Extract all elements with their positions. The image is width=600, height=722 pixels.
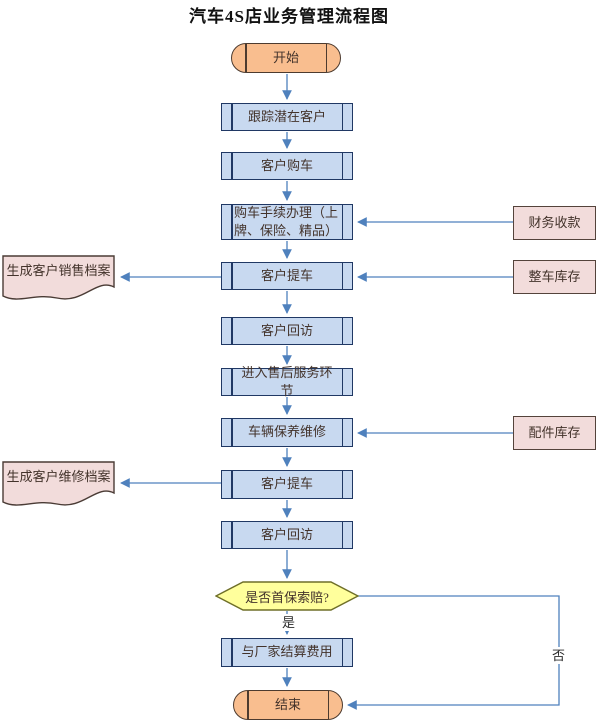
process-visit1-label: 客户回访 <box>260 322 313 338</box>
process-track-potential-customers: 跟踪潜在客户 <box>221 103 353 131</box>
process-customer-purchase: 客户购车 <box>221 152 353 180</box>
start-terminator: 开始 <box>231 43 341 73</box>
document-repair-shape <box>2 461 115 506</box>
document-sales-label: 生成客户销售档案 <box>6 262 111 278</box>
process-customer-visit-2: 客户回访 <box>221 521 353 549</box>
arrow-decision-no-to-end <box>347 595 560 710</box>
branch-label-no: 否 <box>550 647 567 664</box>
process-purchase-procedures: 购车手续办理（上牌、保险、精品） <box>221 204 353 240</box>
end-terminator: 结束 <box>233 690 343 720</box>
process-maintenance-label: 车辆保养维修 <box>247 424 326 440</box>
process-vehicle-maintenance: 车辆保养维修 <box>221 418 353 447</box>
process-settle-with-manufacturer: 与厂家结算费用 <box>221 638 353 667</box>
side-parts-stock-label: 配件库存 <box>528 424 581 440</box>
process-enter-aftersales: 进入售后服务环节 <box>221 365 353 398</box>
diagram-title: 汽车4S店业务管理流程图 <box>189 7 389 26</box>
document-sales-shape <box>2 255 115 300</box>
document-repair-label: 生成客户维修档案 <box>6 468 111 484</box>
process-aftersales-label: 进入售后服务环节 <box>241 364 333 398</box>
process-customer-pickup-1: 客户提车 <box>221 262 353 290</box>
process-purchase-label: 客户购车 <box>260 157 313 173</box>
process-visit2-label: 客户回访 <box>260 526 313 542</box>
end-label: 结束 <box>274 696 301 712</box>
process-procedures-label: 购车手续办理（上牌、保险、精品） <box>234 204 339 238</box>
process-customer-pickup-2: 客户提车 <box>221 470 353 499</box>
decision-label: 是否首保索赔? <box>245 589 329 605</box>
process-track-label: 跟踪潜在客户 <box>247 108 326 124</box>
process-pickup2-label: 客户提车 <box>260 476 313 492</box>
process-settle-label: 与厂家结算费用 <box>241 644 333 660</box>
start-label: 开始 <box>272 49 299 65</box>
side-finance-collection: 财务收款 <box>513 206 596 240</box>
process-customer-visit-1: 客户回访 <box>221 317 353 345</box>
document-repair-archive <box>2 461 115 506</box>
side-vehicle-stock-label: 整车库存 <box>528 268 581 284</box>
side-finance-label: 财务收款 <box>528 214 581 230</box>
document-sales-archive <box>2 255 115 300</box>
branch-label-yes: 是 <box>280 614 297 631</box>
process-pickup1-label: 客户提车 <box>260 267 313 283</box>
side-parts-stock: 配件库存 <box>513 416 596 450</box>
side-vehicle-stock: 整车库存 <box>513 260 596 294</box>
